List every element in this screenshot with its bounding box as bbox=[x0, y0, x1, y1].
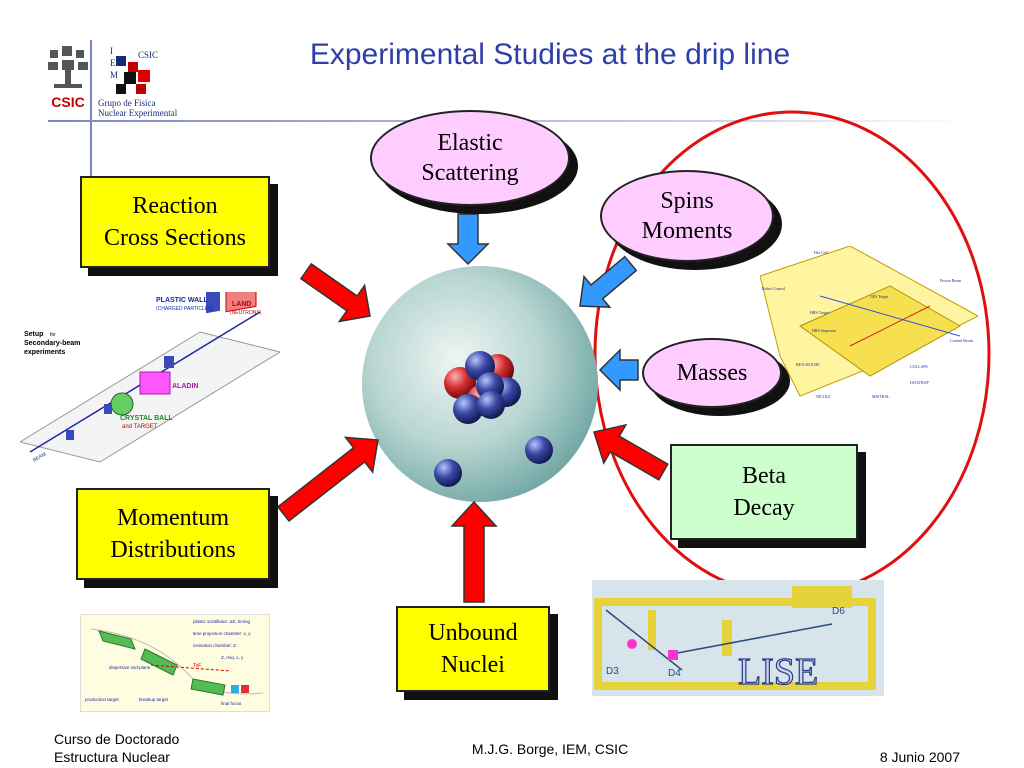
header-rule-vertical bbox=[90, 40, 92, 190]
isolde-hrs-sep: HRS Separator bbox=[812, 328, 837, 333]
iem-letter-i: I bbox=[110, 46, 113, 56]
reaction-line2: Cross Sections bbox=[103, 225, 246, 251]
momentum-distributions-box: Momentum Distributions bbox=[76, 488, 270, 580]
isolde-rex: REX-ISOLDE bbox=[796, 362, 820, 367]
beta-decay-box: Beta Decay bbox=[670, 444, 858, 540]
lise-d6: D6 bbox=[832, 606, 845, 617]
halo-neutron bbox=[525, 436, 553, 464]
isolde-mistral: MISTRAL bbox=[872, 394, 890, 399]
isolde-gps: GPS Target bbox=[870, 294, 889, 299]
arrow-reaction bbox=[299, 262, 371, 323]
frs-tof: ToF bbox=[193, 663, 201, 669]
beta-line1: Beta bbox=[742, 463, 786, 489]
unbound-line1: Unbound bbox=[428, 620, 518, 646]
spins-line2: Moments bbox=[641, 218, 733, 244]
spins-moments-oval: Spins Moments bbox=[600, 170, 774, 262]
elastic-scattering-oval: Elastic Scattering bbox=[370, 110, 570, 206]
frs-l3: ionisation chamber: Z bbox=[193, 643, 236, 648]
plastic-wall-label: PLASTIC WALL bbox=[156, 297, 208, 304]
csic-badge: CSIC bbox=[48, 94, 88, 110]
unbound-nuclei-box: Unbound Nuclei bbox=[396, 606, 550, 692]
target-label: and TARGET bbox=[122, 424, 158, 430]
csic-tree-icon bbox=[46, 44, 90, 92]
isolde-control: Control Room bbox=[950, 338, 974, 343]
elastic-line1: Elastic bbox=[437, 130, 503, 156]
lise-name: LISE bbox=[738, 651, 818, 693]
frs-final: final focus bbox=[221, 701, 242, 706]
frs-zmq: Z, m/q, x, y bbox=[221, 655, 244, 660]
frs-l2: time projection chamber: x, y bbox=[193, 631, 251, 636]
frs-breakup: breakup target bbox=[139, 697, 169, 702]
footer-date: 8 Junio 2007 bbox=[879, 749, 960, 765]
arrow-masses bbox=[598, 348, 639, 392]
momentum-line1: Momentum bbox=[117, 505, 229, 531]
reaction-cross-sections-box: Reaction Cross Sections bbox=[80, 176, 270, 268]
arrow-momentum bbox=[276, 436, 379, 523]
fragment-separator-figure: plastic scintillator: ΔE, timing time pr… bbox=[80, 614, 270, 712]
setup-figure: PLASTIC WALL (CHARGED PARTICLES) LAND (N… bbox=[20, 292, 280, 464]
spins-line1: Spins bbox=[660, 188, 714, 214]
crystal-ball-label: CRYSTAL BALL bbox=[120, 415, 173, 422]
logo: CSIC I E M CSIC Grupo de Física Nuclear … bbox=[44, 44, 194, 120]
isolde-isoltrap: ISOLTRAP bbox=[910, 380, 930, 385]
plastic-wall-sub: (CHARGED PARTICLES) bbox=[156, 306, 213, 312]
reaction-line1: Reaction bbox=[132, 193, 218, 219]
isolde-hot-cell: Hot Cell bbox=[814, 250, 829, 255]
isolde-hrs: HRS Target bbox=[810, 310, 830, 315]
iem-blocks-icon bbox=[116, 56, 150, 94]
nucleon-neutron bbox=[477, 391, 505, 419]
setup-label-l1: Setup bbox=[24, 331, 43, 338]
iem-letter-e: E bbox=[110, 58, 116, 68]
beam-label: BEAM bbox=[32, 451, 47, 463]
masses-oval: Masses bbox=[642, 338, 782, 408]
setup-label-l2: Secondary-beam bbox=[24, 340, 80, 347]
aladin-label: ALADIN bbox=[172, 383, 198, 390]
isolde-collaps: COLLAPS bbox=[910, 364, 928, 369]
lise-d4: D4 bbox=[668, 668, 681, 679]
nucleon-neutron bbox=[453, 394, 483, 424]
beta-line2: Decay bbox=[733, 495, 795, 521]
footer-course: Curso de Doctorado Estructura Nuclear bbox=[54, 730, 179, 766]
footer-course-line1: Curso de Doctorado bbox=[54, 731, 180, 747]
isolde-nicole: NICOLE bbox=[816, 394, 831, 399]
masses-label: Masses bbox=[676, 360, 748, 386]
iem-letter-m: M bbox=[110, 70, 119, 80]
group-name-line2: Nuclear Experimental bbox=[98, 108, 178, 118]
csic-small-label: CSIC bbox=[138, 50, 159, 60]
unbound-line2: Nuclei bbox=[441, 652, 505, 678]
arrow-beta bbox=[593, 423, 669, 481]
frs-l1: plastic scintillator: ΔE, timing bbox=[193, 619, 251, 624]
land-label: LAND bbox=[232, 301, 251, 308]
setup-label-for: for bbox=[50, 332, 56, 338]
setup-label-l3: experiments bbox=[24, 349, 65, 356]
lise-d3: D3 bbox=[606, 666, 619, 677]
elastic-line2: Scattering bbox=[421, 160, 519, 186]
isolde-proton-beam: Proton Beam bbox=[940, 278, 962, 283]
footer-course-line2: Estructura Nuclear bbox=[54, 749, 170, 765]
isolde-floor-plan: Hot Cell Robot Control Proton Beam GPS T… bbox=[760, 246, 978, 399]
frs-production: production target bbox=[85, 697, 120, 702]
arrow-spins bbox=[579, 255, 638, 308]
arrow-unbound bbox=[450, 500, 498, 603]
land-sub: (NEUTRONS) bbox=[230, 310, 262, 316]
halo-neutron bbox=[434, 459, 462, 487]
isolde-robot: Robot Control bbox=[762, 286, 786, 291]
lise-floor-plan: D6 D3 D4 LISE bbox=[592, 580, 884, 696]
group-name-line1: Grupo de Física bbox=[98, 98, 156, 108]
momentum-line2: Distributions bbox=[110, 537, 236, 563]
slide-title: Experimental Studies at the drip line bbox=[309, 38, 791, 71]
frs-dispersive: dispersive mid-plane bbox=[109, 665, 151, 670]
arrow-elastic bbox=[446, 213, 490, 266]
footer-author: M.J.G. Borge, IEM, CSIC bbox=[471, 741, 629, 757]
